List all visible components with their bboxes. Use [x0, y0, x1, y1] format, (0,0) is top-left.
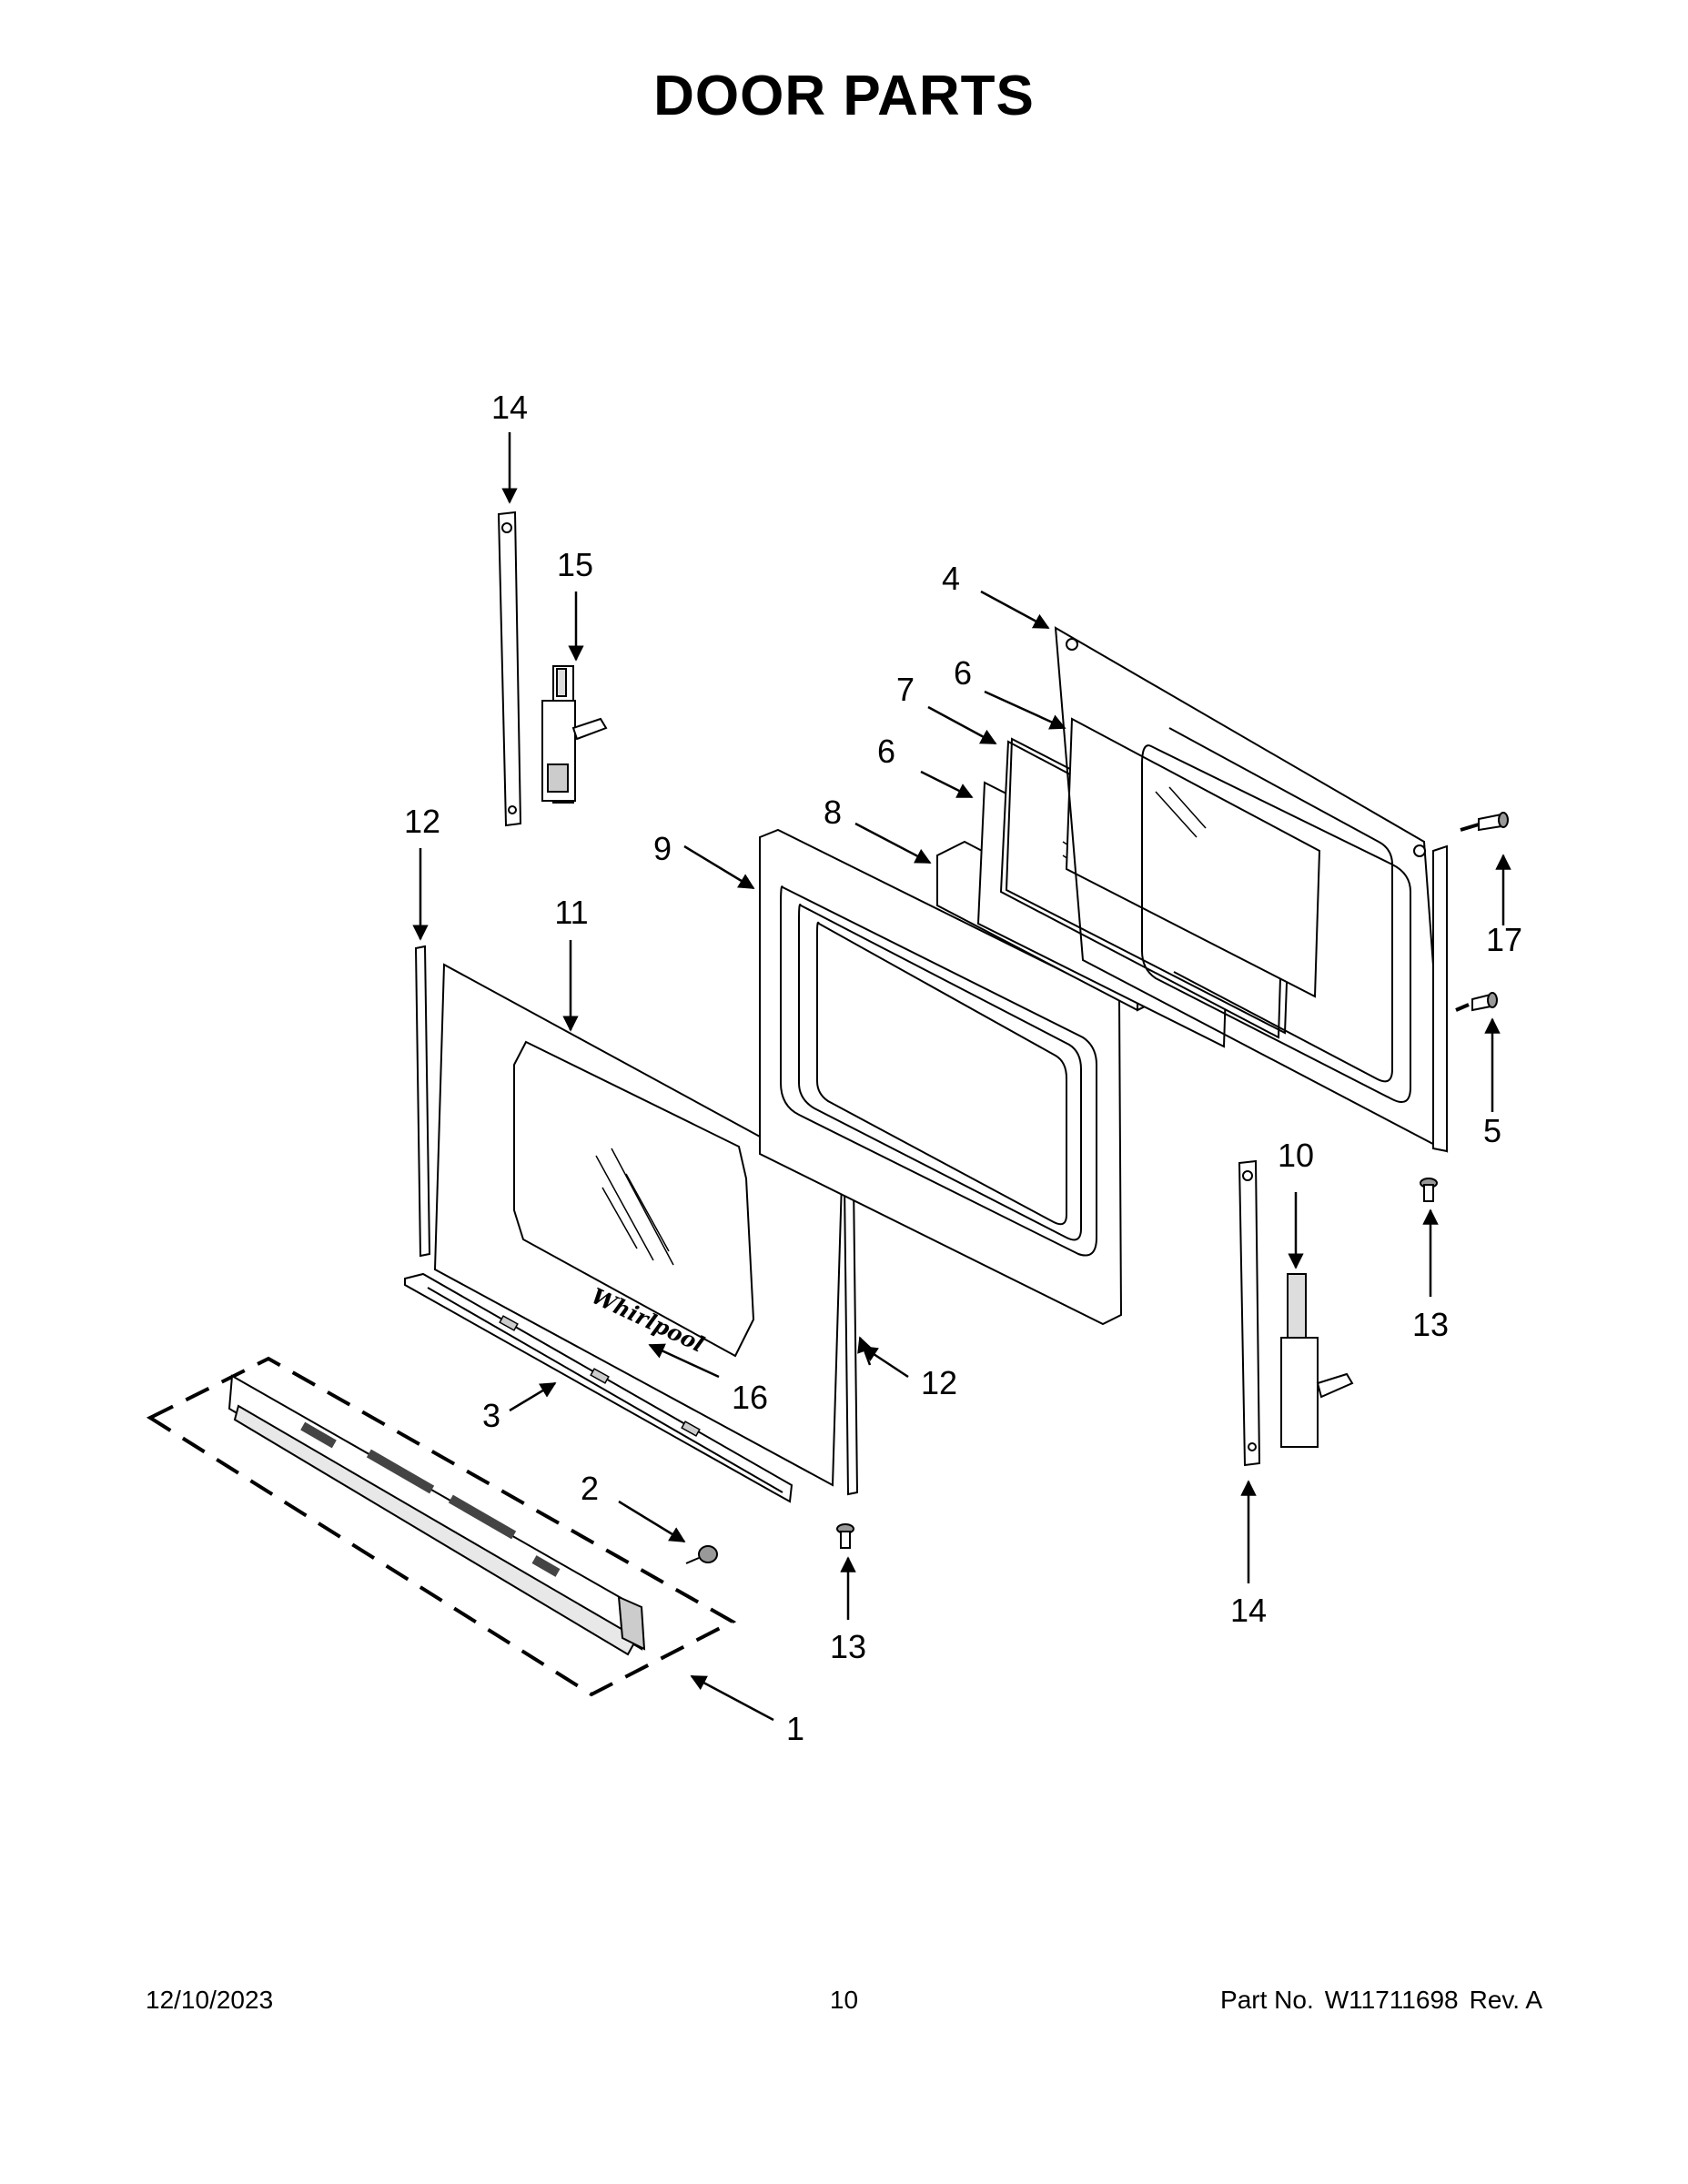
footer-part-label: Part No. [1220, 1986, 1314, 2014]
screw-13-right [1420, 1178, 1438, 1202]
inner-glass-rear [1065, 717, 1321, 998]
callout-13-left: 13 [830, 1628, 866, 1665]
screw-13-left [836, 1523, 854, 1549]
callout-7: 7 [896, 671, 915, 708]
footer-part-number: W11711698 [1324, 1986, 1459, 2014]
footer-part-info: Part No. W11711698 Rev. A [1209, 1986, 1542, 2015]
callout-10: 10 [1278, 1137, 1314, 1174]
callout-17: 17 [1486, 921, 1522, 958]
callout-12-right: 12 [921, 1364, 957, 1401]
inner-door-panel [759, 828, 1123, 1326]
callout-12-left: 12 [404, 803, 440, 840]
callout-9: 9 [653, 830, 672, 867]
leader-lines [412, 432, 1511, 1722]
handle-assembly [146, 1356, 737, 1697]
callout-1: 1 [786, 1710, 804, 1747]
hinge-rail-right [1238, 1159, 1261, 1467]
hinge-rail-left [497, 511, 522, 827]
callout-5: 5 [1483, 1112, 1501, 1149]
footer-date: 12/10/2023 [146, 1986, 274, 2014]
callout-14-top: 14 [491, 389, 528, 426]
hinge-right [1280, 1273, 1354, 1448]
side-trim-left [414, 945, 431, 1258]
side-trim-right [843, 1179, 859, 1496]
callout-4: 4 [942, 560, 960, 597]
callout-14-bottom: 14 [1230, 1592, 1267, 1629]
callout-6-rear: 6 [954, 654, 972, 692]
callout-16: 16 [732, 1379, 768, 1416]
handle-screw [685, 1545, 718, 1564]
hinge-left [541, 665, 608, 804]
footer-revision: Rev. A [1469, 1986, 1542, 2014]
outer-door-glass [433, 963, 844, 1487]
bottom-trim-channel [404, 1272, 793, 1503]
screw-17 [1478, 812, 1509, 832]
callout-3: 3 [482, 1397, 500, 1434]
callout-15: 15 [557, 546, 593, 583]
callout-11: 11 [554, 894, 588, 931]
inner-door-liner [1054, 626, 1449, 1153]
callout-13-right: 13 [1412, 1306, 1449, 1343]
screw-5 [1471, 992, 1498, 1012]
callout-6-front: 6 [877, 733, 895, 770]
callout-2: 2 [581, 1470, 599, 1507]
footer-page-number: 10 [829, 1986, 859, 2014]
page-title: DOOR PARTS [653, 65, 1035, 127]
callout-8: 8 [824, 794, 842, 831]
